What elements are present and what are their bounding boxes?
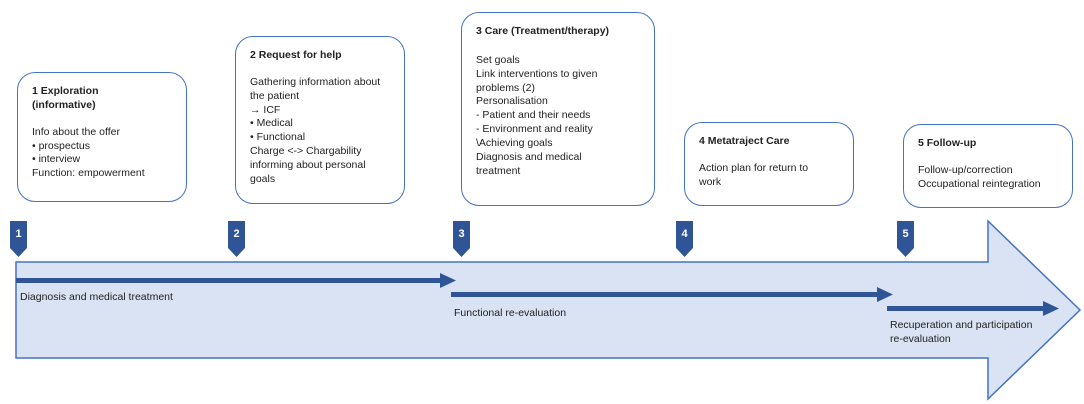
- step-3-line: Personalisation: [476, 95, 548, 108]
- step-1-box: 1 Exploration (informative) Info about t…: [17, 72, 187, 202]
- step-3-line: - Environment and reality: [476, 123, 593, 136]
- step-4-line: work: [699, 175, 722, 188]
- phase-2-label: Functional re-evaluation: [454, 306, 566, 320]
- step-1-line: Function: empowerment: [32, 167, 145, 180]
- step-3-title: 3 Care (Treatment/therapy): [476, 25, 610, 37]
- step-3-line: Set goals: [476, 53, 520, 66]
- phase-arrow-3: [887, 301, 1059, 316]
- marker-4-label: 4: [681, 228, 688, 240]
- step-3-box: 3 Care (Treatment/therapy) Set goals Lin…: [461, 12, 655, 206]
- step-5-line: Follow-up/correction: [918, 163, 1013, 176]
- step-5-box: 5 Follow-up Follow-up/correction Occupat…: [903, 124, 1073, 208]
- step-2-line: informing about personal: [250, 159, 366, 172]
- step-2-line: Charge <-> Chargability: [250, 145, 362, 158]
- marker-2-label: 2: [233, 228, 240, 240]
- step-2-line: Gathering information about: [250, 75, 381, 88]
- phase-arrow-2: [451, 287, 893, 302]
- step-1-line: Info about the offer: [32, 125, 120, 138]
- big-arrow: [15, 219, 1082, 401]
- step-3-line: Link interventions to given: [476, 67, 598, 80]
- step-3-line: treatment: [476, 164, 521, 177]
- marker-5: [897, 221, 914, 257]
- marker-1-label: 1: [15, 228, 22, 240]
- marker-4: [676, 221, 693, 257]
- step-2-line: • Medical: [250, 117, 293, 130]
- step-2-line: → ICF: [250, 103, 281, 116]
- step-5-title: 5 Follow-up: [918, 137, 977, 149]
- step-4-title: 4 Metatraject Care: [699, 135, 790, 147]
- step-1-title: 1 Exploration: [32, 85, 99, 97]
- phase-1-label: Diagnosis and medical treatment: [20, 290, 173, 304]
- step-4-line: Action plan for return to: [699, 161, 809, 174]
- step-3-line: problems (2): [476, 81, 535, 94]
- phase-arrow-1: [16, 273, 456, 288]
- phase-3-text: Recuperation and participation: [890, 319, 1033, 331]
- step-4-box: 4 Metatraject Care Action plan for retur…: [684, 122, 854, 206]
- marker-3: [453, 221, 470, 257]
- step-1-line: • prospectus: [32, 139, 90, 152]
- marker-3-label: 3: [458, 228, 465, 240]
- step-3-line: - Patient and their needs: [476, 109, 591, 122]
- phase-1-text: Diagnosis and medical treatment: [20, 291, 173, 303]
- marker-1: [10, 221, 27, 257]
- phase-3-label: Recuperation and participation re-evalua…: [890, 318, 1032, 346]
- step-2-title: 2 Request for help: [250, 49, 342, 61]
- marker-2: [228, 221, 245, 257]
- step-2-line: goals: [250, 172, 276, 185]
- step-1-subtitle: (informative): [32, 98, 96, 111]
- step-1-line: • interview: [32, 153, 81, 166]
- marker-5-label: 5: [902, 228, 909, 240]
- step-2-box: 2 Request for help Gathering information…: [235, 36, 405, 204]
- step-2-line: • Functional: [250, 131, 306, 144]
- phase-3-text-cont: re-evaluation: [890, 333, 951, 346]
- phase-2-text: Functional re-evaluation: [454, 307, 567, 319]
- step-2-line: the patient: [250, 89, 300, 102]
- step-3-line: \Achieving goals: [476, 137, 553, 150]
- step-5-line: Occupational reintegration: [918, 177, 1041, 190]
- step-3-line: Diagnosis and medical: [476, 150, 582, 163]
